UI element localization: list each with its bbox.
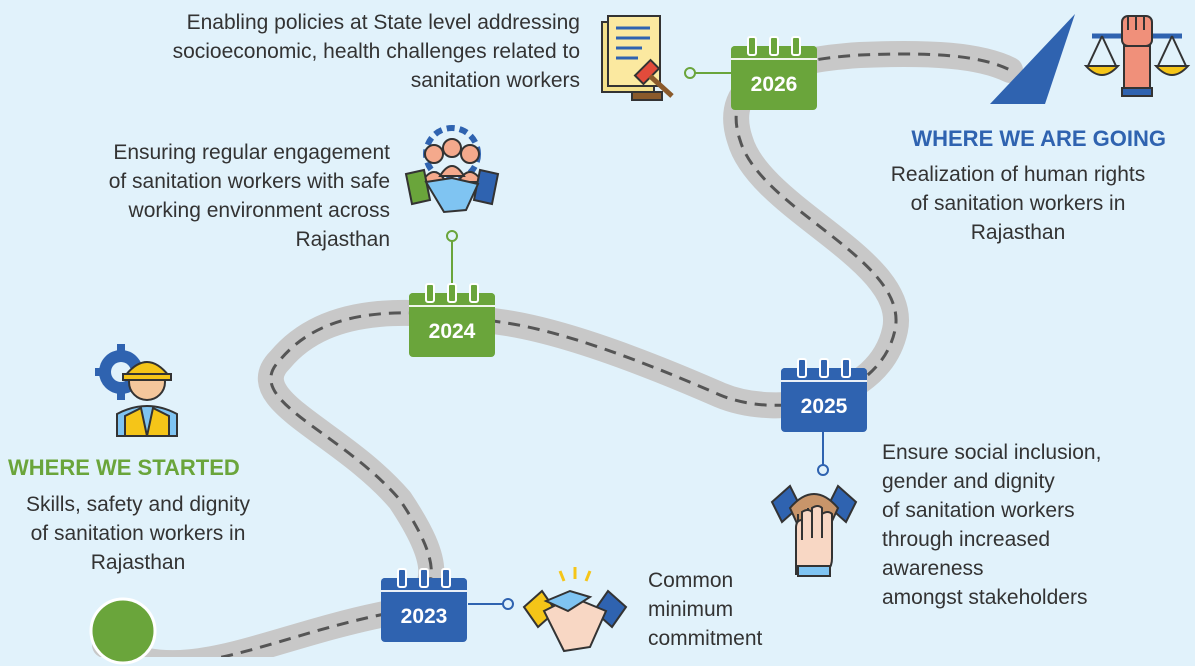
goal-marker: [990, 14, 1075, 104]
start-description: Skills, safety and dignity of sanitation…: [25, 493, 251, 574]
goal-description: Realization of human rights of sanitatio…: [890, 163, 1146, 244]
milestone-2023-text: Common minimum commitment: [648, 569, 763, 650]
year-label-2025: 2025: [800, 395, 848, 418]
calendar-2024: 2024: [409, 283, 495, 357]
calendar-2026: 2026: [731, 36, 817, 110]
calendar-2025: 2025: [781, 358, 867, 432]
year-label-2023: 2023: [400, 605, 448, 628]
handshake-icon: [522, 567, 628, 653]
start-heading: WHERE WE STARTED: [8, 455, 240, 480]
inclusion-hands-icon: [770, 484, 858, 577]
calendar-2023: 2023: [381, 568, 467, 642]
justice-fist-scales-icon: [1083, 15, 1191, 97]
worker-gear-icon: [95, 344, 178, 437]
milestone-2025-text: Ensure social inclusion, gender and dign…: [882, 441, 1102, 609]
milestone-2026-text: Enabling policies at State level address…: [172, 11, 580, 92]
year-label-2026: 2026: [750, 73, 798, 96]
milestone-2024-text: Ensuring regular engagement of sanitatio…: [108, 141, 390, 251]
law-document-gavel-icon: [601, 15, 674, 101]
team-handshake-icon: [404, 125, 500, 214]
goal-heading: WHERE WE ARE GOING: [911, 126, 1166, 151]
year-label-2024: 2024: [428, 320, 476, 343]
